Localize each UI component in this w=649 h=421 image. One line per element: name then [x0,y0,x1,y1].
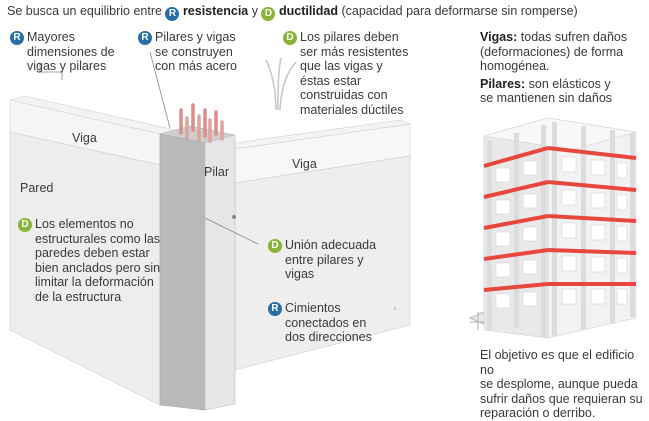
objetivo-line: reparación o derribo. [480,406,596,420]
pilares-title: Pilares: [480,76,526,91]
note-line: de la estructura [35,289,122,304]
note-union-adecuada: Unión adecuada entre pilares y vigas [285,238,376,282]
ductility-badge-icon: D [18,218,32,232]
rebars [179,103,224,143]
header-connector: y [251,4,258,18]
label-viga-right: Viga [292,157,317,171]
note-line: materiales dúctiles [300,102,404,117]
note-objetivo: El objetivo es que el edificio no se des… [480,348,648,421]
note-line: con más acero [155,59,237,73]
note-line: vigas [285,267,315,281]
note-line: Los pilares deben [300,30,399,44]
note-line: se construyen [155,44,233,59]
note-line: entre pilares y [285,252,364,267]
note-line: Unión adecuada [285,238,377,252]
building [483,117,637,339]
note-line: conectados en [285,315,367,330]
column-front [159,133,206,411]
header-ductilidad: ductilidad [278,4,338,18]
note-line: estructurales como las [35,231,161,246]
pilares-line: se mantienen sin daños [480,91,613,105]
header-prefix: Se busca un equilibrio entre [7,4,162,18]
objetivo-line: El objetivo es que el edificio no [480,348,635,377]
right-panel-description: Vigas: todas sufren daños (deformaciones… [480,30,645,106]
vigas-line: (deformaciones) de forma [480,44,624,59]
header-suffix: (capacidad para deformarse sin romperse) [341,4,578,18]
note-line: bien anclados pero sin [35,260,161,275]
objetivo-line: sufrir daños que requieran su [480,391,643,406]
note-line: Pilares y vigas [155,30,236,44]
resistance-badge-icon: R [165,7,180,21]
header: Se busca un equilibrio entre R resistenc… [7,4,578,21]
note-line: que las vigas y [300,59,383,73]
note-cimientos: Cimientos conectados en dos direcciones [285,301,372,345]
ductility-badge-icon: D [261,7,276,21]
note-line: Los elementos no [35,217,134,231]
note-line: construidas con [300,88,388,102]
vigas-title: Vigas: [480,30,518,44]
pilares-line: son elásticos y [528,76,611,91]
label-pared: Pared [20,181,54,195]
note-line: vigas y pilares [27,59,107,73]
note-elementos-no-estructurales: Los elementos no estructurales como las … [35,217,160,304]
vigas-line: homogénea. [480,59,550,73]
note-line: ser más resistentes [300,44,409,59]
note-mayores-dimensiones: Mayores dimensiones de vigas y pilares [27,30,115,74]
header-resistencia: resistencia [182,4,249,18]
note-line: paredes deben estar [35,246,150,260]
note-pilares-vigas-acero: Pilares y vigas se construyen con más ac… [155,30,237,74]
resistance-badge-icon: R [138,31,152,45]
note-line: limitar la deformación [35,275,154,289]
label-pilar: Pilar [204,165,230,179]
resistance-badge-icon: R [268,302,282,316]
note-line: Mayores [27,30,75,44]
label-viga-left: Viga [72,131,97,145]
column-side [204,134,236,411]
resistance-badge-icon: R [10,31,24,45]
ductility-badge-icon: D [268,239,282,253]
note-line: dos direcciones [285,330,372,344]
ductility-badge-icon: D [283,31,297,45]
vigas-line: todas sufren daños [520,30,628,44]
note-pilares-deben: Los pilares deben ser más resistentes qu… [300,30,408,117]
objetivo-line: se desplome, aunque pueda [480,377,638,391]
union-anchor [232,215,236,219]
leader-lines [39,51,396,310]
ductile-bend-icon [265,57,297,111]
note-line: dimensiones de [27,44,115,59]
note-line: Cimientos [285,301,341,315]
note-line: éstas estar [300,73,362,88]
